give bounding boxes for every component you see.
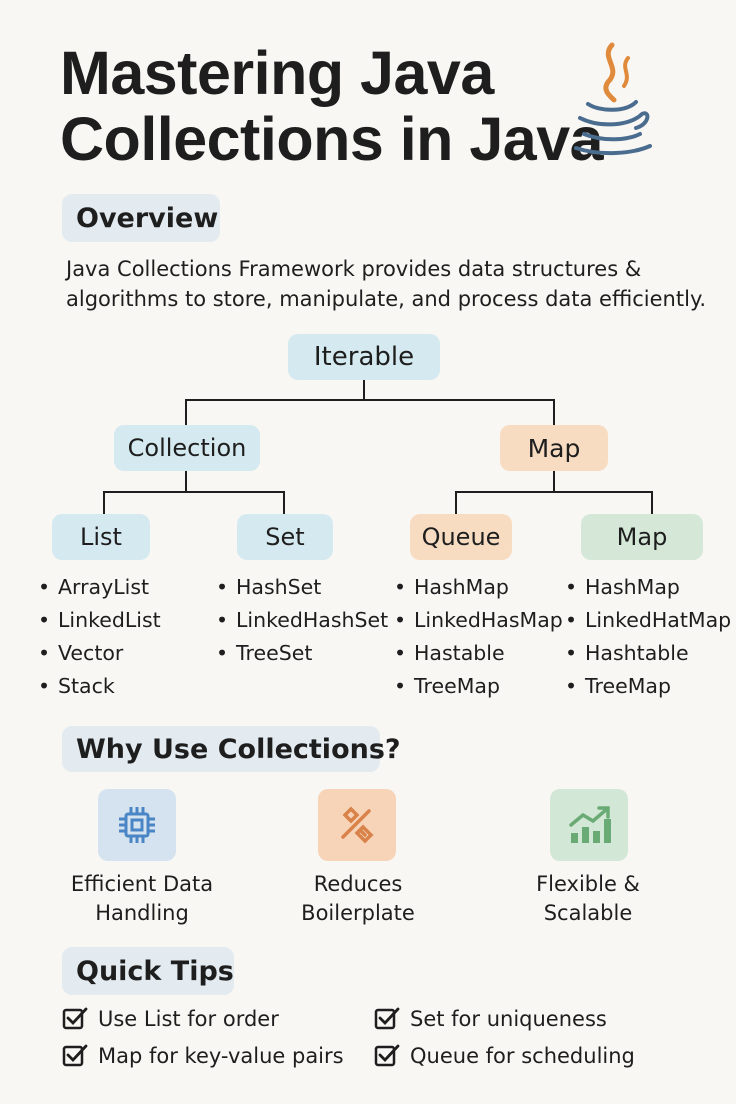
list-item: TreeMap [394, 670, 563, 703]
why-tile-boilerplate [318, 789, 396, 861]
java-coffee-cup-icon [574, 42, 652, 156]
list-item: LinkedHashSet [216, 604, 388, 637]
list-item: Hashtable [565, 637, 731, 670]
list-item: TreeSet [216, 637, 388, 670]
list-item: HashMap [394, 571, 563, 604]
checkbox-checked-icon [62, 1044, 88, 1067]
list-item: Vector [38, 637, 161, 670]
map-implementations: HashMap LinkedHatMap Hashtable TreeMap [565, 571, 731, 703]
checkbox-checked-icon [62, 1007, 88, 1030]
list-item: Stack [38, 670, 161, 703]
list-item: LinkedHasMap [394, 604, 563, 637]
node-queue: Queue [410, 514, 512, 560]
list-item: LinkedHatMap [565, 604, 731, 637]
list-item: LinkedList [38, 604, 161, 637]
tip-item: Map for key-value pairs [62, 1043, 344, 1069]
why-label-efficient: Efficient Data Handling [70, 872, 214, 925]
set-implementations: HashSet LinkedHashSet TreeSet [216, 571, 388, 670]
list-item: TreeMap [565, 670, 731, 703]
queue-implementations: HashMap LinkedHasMap Hastable TreeMap [394, 571, 563, 703]
growth-chart-icon [569, 806, 611, 843]
tip-item: Use List for order [62, 1006, 279, 1032]
node-map: Map [581, 514, 703, 560]
node-set: Set [237, 514, 333, 560]
tips-heading: Quick Tips [62, 947, 234, 995]
why-tile-scalable [550, 789, 628, 861]
why-tile-efficient [98, 789, 176, 861]
title-line-1: Mastering Java [60, 39, 494, 107]
node-iterable: Iterable [288, 334, 440, 380]
why-label-scalable: Flexible & Scalable [536, 872, 640, 925]
list-item: HashMap [565, 571, 731, 604]
node-map-top: Map [500, 425, 608, 471]
list-implementations: ArrayList LinkedList Vector Stack [38, 571, 161, 703]
why-heading: Why Use Collections? [62, 726, 401, 772]
pencil-ruler-icon [341, 806, 374, 844]
node-list: List [52, 514, 150, 560]
overview-description: Java Collections Framework provides data… [66, 257, 707, 311]
node-collection: Collection [114, 425, 260, 471]
why-label-boilerplate: Reduces Boilerplate [301, 872, 415, 925]
list-item: HashSet [216, 571, 388, 604]
title-line-2: Collections in Java [60, 105, 604, 173]
checkbox-checked-icon [374, 1007, 400, 1030]
checkbox-checked-icon [374, 1044, 400, 1067]
page-title: Mastering Java Collections in Java [60, 40, 620, 172]
list-item: ArrayList [38, 571, 161, 604]
cpu-chip-icon [119, 807, 155, 843]
tip-item: Set for uniqueness [374, 1006, 607, 1032]
list-item: Hastable [394, 637, 563, 670]
tip-item: Queue for scheduling [374, 1043, 635, 1069]
overview-heading: Overview [62, 194, 220, 242]
